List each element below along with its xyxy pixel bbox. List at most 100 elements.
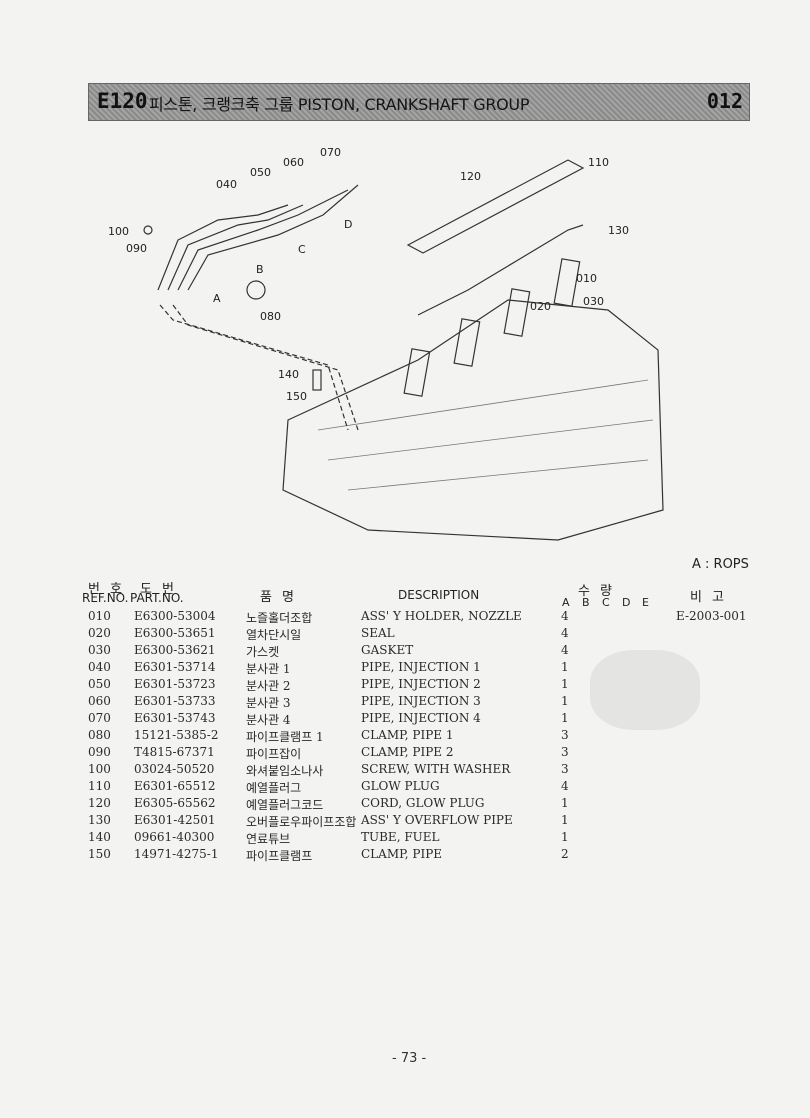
table-row: 100 03024-50520 와셔붙임소나사 SCREW, WITH WASHER 3	[86, 762, 766, 779]
quantity: 1	[561, 813, 569, 827]
callout-label: 090	[126, 242, 147, 255]
table-row: 030 E6300-53621 가스켓 GASKET 4	[86, 643, 766, 660]
description: PIPE, INJECTION 3	[361, 694, 481, 708]
part-no: 15121-5385-2	[134, 728, 219, 742]
callout-label: 010	[576, 272, 597, 285]
ref-no: 080	[88, 728, 111, 742]
nozzle-holder-1	[403, 348, 431, 397]
korean-name: 노즐홀더조합	[246, 611, 313, 625]
exploded-parts-diagram: 100 090 040 050 060 070 080 120 110 130 …	[108, 146, 664, 541]
description: CORD, GLOW PLUG	[361, 796, 485, 810]
korean-name: 파이프잡이	[246, 747, 302, 761]
ref-no: 110	[88, 779, 111, 793]
description: PIPE, INJECTION 2	[361, 677, 481, 691]
col-ref-ko: 번호	[88, 582, 132, 597]
quantity: 1	[561, 796, 569, 810]
description: CLAMP, PIPE 1	[361, 728, 454, 742]
korean-name: 가스켓	[246, 645, 280, 659]
callout-label: 110	[588, 156, 609, 169]
qty-sub-b: B	[582, 596, 590, 609]
ref-no: 100	[88, 762, 111, 776]
col-remarks-ko: 비고	[690, 590, 734, 605]
callout-label: 080	[260, 310, 281, 323]
description: PIPE, INJECTION 4	[361, 711, 481, 725]
table-row: 080 15121-5385-2 파이프클램프 1 CLAMP, PIPE 1 3	[86, 728, 766, 745]
description: TUBE, FUEL	[361, 830, 440, 844]
korean-name: 파이프클램프	[246, 849, 313, 863]
callout-label: 100	[108, 225, 129, 238]
overflow-pipe	[417, 224, 584, 316]
quantity: 3	[561, 762, 569, 776]
part-no: 03024-50520	[134, 762, 215, 776]
description: GLOW PLUG	[361, 779, 440, 793]
korean-name: 분사관 4	[246, 713, 291, 727]
ref-no: 010	[88, 609, 111, 623]
description: SCREW, WITH WASHER	[361, 762, 511, 776]
description: SEAL	[361, 626, 395, 640]
quantity: 1	[561, 694, 569, 708]
qty-sub-e: E	[642, 596, 649, 609]
korean-name: 열차단시일	[246, 628, 302, 642]
col-description: DESCRIPTION	[398, 588, 480, 602]
korean-name: 분사관 2	[246, 679, 291, 693]
col-qty-ko: 수량	[578, 584, 622, 599]
quantity: 3	[561, 728, 569, 742]
ref-no: 120	[88, 796, 111, 810]
remarks: E-2003-001	[676, 609, 747, 623]
part-no: E6300-53004	[134, 609, 216, 623]
callout-label: 130	[608, 224, 629, 237]
ref-no: 130	[88, 813, 111, 827]
ref-no: 050	[88, 677, 111, 691]
quantity: 1	[561, 660, 569, 674]
fuel-tube	[312, 369, 322, 391]
connection-label: C	[298, 243, 306, 256]
callout-label: 040	[216, 178, 237, 191]
description: CLAMP, PIPE 2	[361, 745, 454, 759]
engine-block-outline	[282, 299, 664, 541]
callout-label: 140	[278, 368, 299, 381]
description: ASS' Y OVERFLOW PIPE	[361, 813, 513, 827]
quantity: 4	[561, 643, 569, 657]
qty-sub-c: C	[602, 596, 610, 609]
section-number: 012	[706, 89, 743, 113]
col-part-ko: 도번	[140, 582, 184, 597]
part-no: E6300-53621	[134, 643, 216, 657]
quantity: 4	[561, 626, 569, 640]
section-title: 피스톤, 크랭크축 그룹 PISTON, CRANKSHAFT GROUP	[149, 95, 530, 114]
korean-name: 와셔붙임소나사	[246, 764, 324, 778]
quantity: 4	[561, 779, 569, 793]
ref-no: 040	[88, 660, 111, 674]
table-row: 130 E6301-42501 오버플로우파이프조합 ASS' Y OVERFLOW …	[86, 813, 766, 830]
ref-no: 060	[88, 694, 111, 708]
connection-label: D	[344, 218, 352, 231]
korean-name: 분사관 3	[246, 696, 291, 710]
col-ref-en: REF.NO.	[82, 591, 129, 605]
part-no: E6301-42501	[134, 813, 216, 827]
rops-note: A : ROPS	[692, 557, 749, 572]
korean-name: 파이프클램프 1	[246, 730, 324, 744]
description: GASKET	[361, 643, 414, 657]
injection-pipe-3	[177, 189, 349, 291]
injection-pipe-1	[157, 204, 289, 291]
korean-name: 예열플러그코드	[246, 798, 324, 812]
ref-no: 030	[88, 643, 111, 657]
ref-no: 140	[88, 830, 111, 844]
nozzle-holder-4	[553, 258, 581, 307]
callout-label: 120	[460, 170, 481, 183]
quantity: 1	[561, 830, 569, 844]
section-code: E120	[97, 89, 148, 113]
quantity: 1	[561, 711, 569, 725]
korean-name: 오버플로우파이프조합	[246, 815, 357, 829]
qty-sub-d: D	[622, 596, 631, 609]
page-number: - 73 -	[392, 1051, 427, 1066]
injection-pipe-4	[187, 184, 359, 291]
